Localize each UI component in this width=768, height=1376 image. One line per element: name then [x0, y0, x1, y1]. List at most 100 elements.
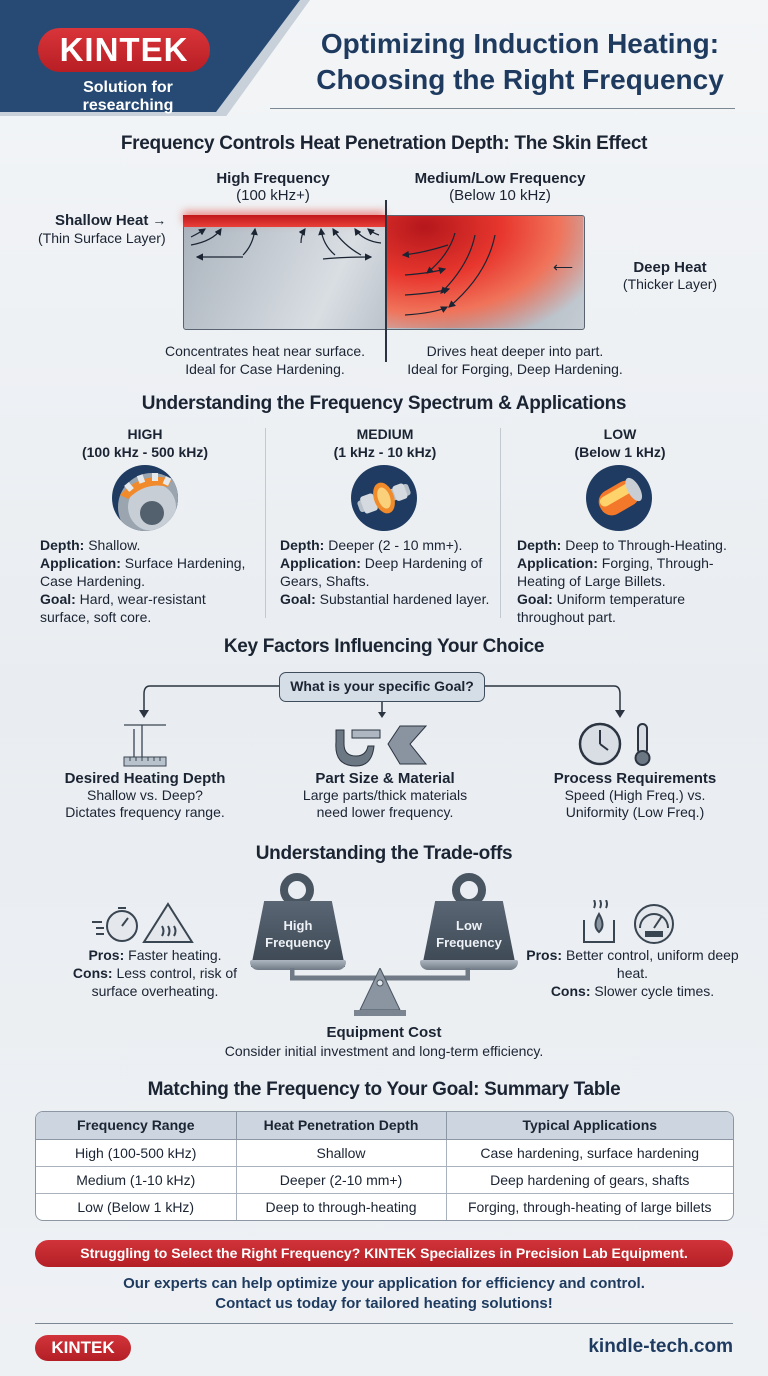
spectrum-medium-header: MEDIUM (1 kHz - 10 kHz) — [280, 425, 490, 461]
goal-label: Goal: — [517, 591, 553, 607]
table-cell: Deep to through-heating — [236, 1193, 447, 1220]
weight-label: Frequency — [436, 935, 502, 950]
factor-process: Process Requirements Speed (High Freq.) … — [535, 770, 735, 821]
cta-banner[interactable]: Struggling to Select the Right Frequency… — [35, 1240, 733, 1267]
table-row: Low (Below 1 kHz)Deep to through-heating… — [36, 1193, 733, 1220]
depth-value: Deep to Through-Heating. — [565, 537, 727, 553]
application-value: Deep Hardening of Gears, Shafts. — [280, 555, 483, 589]
weight-label: High — [283, 918, 313, 933]
cta-line-2: Contact us today for tailored heating so… — [215, 1295, 553, 1312]
title-line-2: Choosing the Right Frequency — [316, 64, 724, 95]
balance-scale-icon — [290, 968, 470, 1016]
weight-label: Low — [456, 918, 482, 933]
pros-text: Faster heating. — [128, 947, 222, 963]
deep-heat-title: Deep Heat — [633, 259, 707, 276]
frequency-divider — [385, 200, 387, 362]
factor-line: Shallow vs. Deep? — [87, 787, 203, 803]
low-caption-1: Drives heat deeper into part. — [426, 343, 604, 359]
column-header: Frequency Range — [36, 1112, 237, 1140]
high-name: HIGH — [127, 426, 163, 442]
goal-value: Hard, wear-resistant surface, soft core. — [40, 591, 206, 625]
spectrum-high-details: Depth: Shallow. Application: Surface Har… — [40, 536, 255, 626]
high-caption-1: Concentrates heat near surface. — [164, 343, 365, 359]
high-range: (100 kHz - 500 kHz) — [81, 444, 209, 460]
table-cell: Low (Below 1 kHz) — [36, 1193, 237, 1220]
weight-label: Frequency — [265, 935, 331, 950]
deep-heat-label: Deep Heat (Thicker Layer) — [610, 259, 730, 292]
medium-range: (1 kHz - 10 kHz) — [333, 444, 437, 460]
column-header: Heat Penetration Depth — [236, 1112, 447, 1140]
spectrum-low-header: LOW (Below 1 kHz) — [515, 425, 725, 461]
page-title: Optimizing Induction Heating: Choosing t… — [290, 26, 750, 98]
application-value: Surface Hardening, Case Hardening. — [40, 555, 246, 589]
goal-label: Goal: — [280, 591, 316, 607]
scale-pan-left — [250, 960, 346, 970]
shallow-heat-label: Shallow Heat → — [55, 212, 185, 229]
table-row: Medium (1-10 kHz)Deeper (2-10 mm+)Deep h… — [36, 1166, 733, 1194]
column-header: Typical Applications — [446, 1112, 733, 1140]
shallow-heat-title: Shallow Heat — [55, 212, 149, 229]
table-header-row: Frequency Range Heat Penetration Depth T… — [36, 1112, 733, 1140]
column-divider — [500, 428, 501, 618]
depth-label: Depth: — [517, 537, 562, 553]
goal-value: Substantial hardened layer. — [319, 591, 490, 607]
application-label: Application: — [40, 555, 121, 571]
uniform-heat-gauge-icon — [583, 900, 674, 944]
depth-label: Depth: — [40, 537, 85, 553]
depth-gauge-icon — [123, 724, 167, 767]
high-freq-range: (100 kHz+) — [236, 187, 310, 204]
factor-depth: Desired Heating Depth Shallow vs. Deep? … — [40, 770, 250, 821]
low-freq-tradeoffs: Pros: Better control, uniform deep heat.… — [525, 946, 740, 1000]
spectrum-low-details: Depth: Deep to Through-Heating. Applicat… — [517, 536, 747, 626]
high-frequency-weight: High Frequency — [251, 901, 345, 967]
high-caption-2: Ideal for Case Hardening. — [185, 361, 345, 377]
factor-line: Speed (High Freq.) vs. — [564, 787, 706, 803]
kintek-logo[interactable]: KINTEK — [38, 28, 210, 72]
table-cell: Case hardening, surface hardening — [446, 1139, 733, 1167]
summary-table: Frequency Range Heat Penetration Depth T… — [35, 1111, 734, 1221]
application-label: Application: — [280, 555, 361, 571]
clock-thermometer-icon — [578, 722, 651, 766]
shallow-heat-layer — [183, 215, 385, 227]
high-freq-caption: Concentrates heat near surface. Ideal fo… — [150, 342, 380, 378]
application-value: Forging, Through-Heating of Large Billet… — [517, 555, 714, 589]
factor-title: Process Requirements — [553, 770, 717, 787]
factor-line: Uniformity (Low Freq.) — [565, 804, 705, 820]
arrow-right-icon: → — [152, 212, 167, 228]
footer-logo[interactable]: KINTEK — [35, 1335, 131, 1361]
cons-text: Less control, risk of surface overheatin… — [91, 965, 238, 999]
stopwatch-warning-icon — [92, 902, 194, 943]
factor-title: Desired Heating Depth — [64, 770, 226, 787]
low-range: (Below 1 kHz) — [574, 444, 666, 460]
cons-text: Slower cycle times. — [594, 983, 715, 999]
factors-heading: Key Factors Influencing Your Choice — [223, 636, 545, 657]
cons-label: Cons: — [72, 965, 113, 981]
equipment-cost-title: Equipment Cost — [326, 1024, 442, 1041]
high-freq-title: High Frequency — [216, 170, 330, 187]
high-freq-tradeoffs: Pros: Faster heating. Cons: Less control… — [55, 946, 255, 1000]
footer-divider — [35, 1323, 733, 1324]
title-divider — [270, 108, 735, 109]
flow-arrows-icon — [139, 685, 625, 718]
scale-pan-right — [420, 960, 518, 970]
spectrum-heading: Understanding the Frequency Spectrum & A… — [141, 393, 627, 414]
footer-url-link[interactable]: kindle-tech.com — [588, 1336, 733, 1357]
pros-label: Pros: — [88, 947, 125, 963]
application-label: Application: — [517, 555, 598, 571]
cta-text: Our experts can help optimize your appli… — [30, 1274, 738, 1314]
factor-line: need lower frequency. — [316, 804, 454, 820]
deep-heat-zone — [385, 216, 583, 328]
billet-icon — [586, 465, 652, 531]
deep-heat-sub: (Thicker Layer) — [622, 276, 718, 292]
factor-size: Part Size & Material Large parts/thick m… — [280, 770, 490, 821]
goal-label: Goal: — [40, 591, 76, 607]
table-cell: Deeper (2-10 mm+) — [236, 1166, 447, 1194]
arrow-left-icon: ⟵ — [553, 259, 574, 275]
depth-value: Shallow. — [88, 537, 141, 553]
cta-line-1: Our experts can help optimize your appli… — [123, 1275, 645, 1292]
depth-value: Deeper (2 - 10 mm+). — [328, 537, 463, 553]
low-caption-2: Ideal for Forging, Deep Hardening. — [407, 361, 623, 377]
factor-title: Part Size & Material — [315, 770, 455, 787]
medium-name: MEDIUM — [356, 426, 414, 442]
